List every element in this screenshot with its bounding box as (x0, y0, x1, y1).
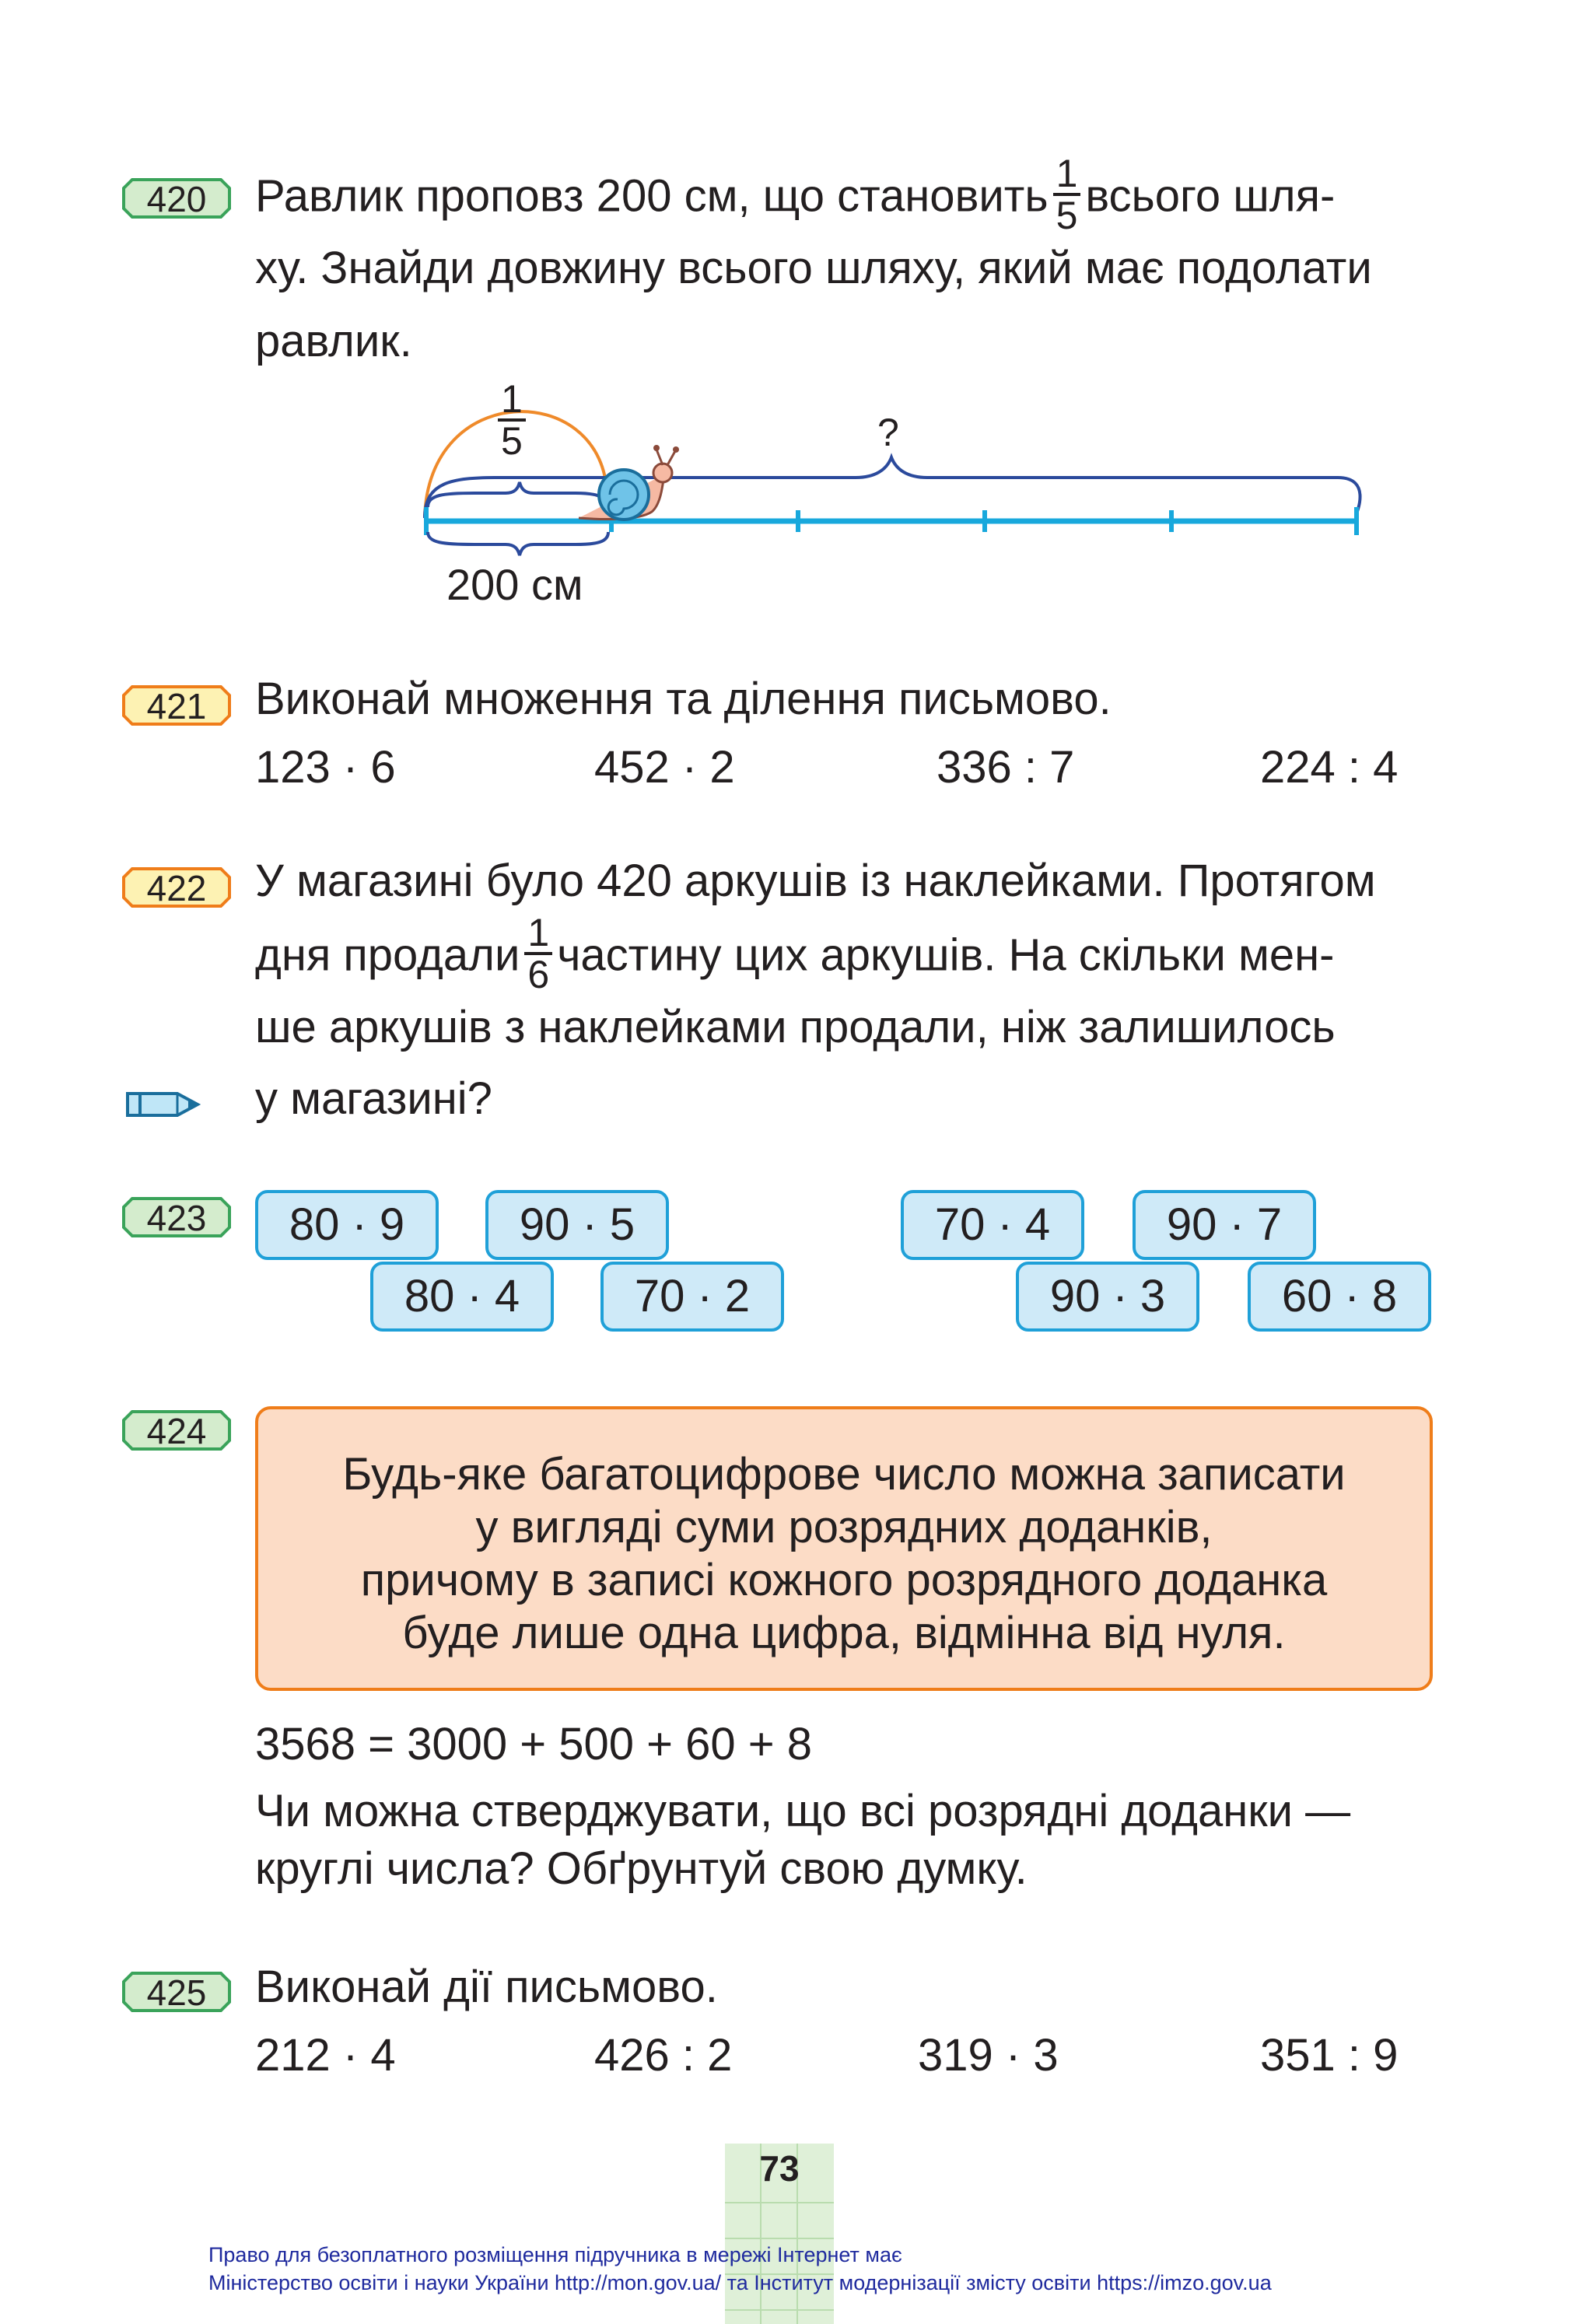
task-424-example: 3568 = 3000 + 500 + 60 + 8 (255, 1719, 812, 1769)
expression-box: 60 · 8 (1248, 1262, 1431, 1332)
pencil-icon (126, 1092, 201, 1117)
expression-box: 70 · 2 (600, 1262, 784, 1332)
task-number-425: 425 (121, 1971, 232, 2013)
diagram-segment-label: 200 см (446, 560, 583, 609)
expression-box: 80 · 4 (370, 1262, 554, 1332)
path-diagram (423, 410, 1362, 556)
task-number-423: 423 (121, 1196, 232, 1238)
task-422-line-1: У магазині було 420 аркушів із наклейкам… (255, 856, 1376, 906)
task-number-420: 420 (121, 177, 232, 219)
rule-line: у вигляді суми розрядних доданків, (475, 1502, 1213, 1552)
task-421-expression-2: 452 · 2 (594, 742, 735, 793)
expression-box: 90 · 3 (1016, 1262, 1199, 1332)
expression-box: 70 · 4 (901, 1190, 1084, 1260)
rule-line: буде лише одна цифра, відмінна від нуля. (402, 1608, 1286, 1658)
whole-path-brace (423, 453, 1362, 519)
task-421-expression-1: 123 · 6 (255, 742, 396, 793)
page-number: 73 (759, 2148, 800, 2189)
task-425-expression-2: 426 : 2 (594, 2030, 733, 2081)
task-421-title: Виконай множення та ділення письмово. (255, 674, 1112, 724)
task-420-line-2: ху. Знайди довжину всього шляху, який ма… (255, 243, 1372, 293)
rule-box: Будь-яке багатоцифрове число можна запис… (255, 1406, 1433, 1691)
segment-bottom-brace (426, 531, 610, 556)
task-421-expression-3: 336 : 7 (937, 742, 1075, 793)
task-420-line-3: равлик. (255, 316, 412, 366)
fraction-arc (423, 410, 608, 519)
footer-line-2: Міністерство освіти і науки України http… (208, 2271, 1272, 2294)
task-number-424: 424 (121, 1409, 232, 1451)
page-number-tab (725, 2144, 834, 2324)
task-425-title: Виконай дії письмово. (255, 1962, 718, 2012)
rule-line: Будь-яке багатоцифрове число можна запис… (342, 1449, 1346, 1500)
task-425-expression-1: 212 · 4 (255, 2030, 396, 2081)
segment-top-brace (426, 481, 610, 508)
snail-icon (578, 445, 679, 521)
task-number-422: 422 (121, 866, 232, 908)
expression-box: 90 · 7 (1133, 1190, 1316, 1260)
rule-line: причому в записі кожного розрядного дода… (360, 1555, 1328, 1605)
task-425-expression-3: 319 · 3 (918, 2030, 1059, 2081)
task-422-line-4: у магазині? (255, 1073, 492, 1124)
task-424-question-line-1: Чи можна стверджувати, що всі розрядні д… (255, 1786, 1351, 1836)
diagram-question-mark: ? (877, 411, 899, 454)
expression-box: 80 · 9 (255, 1190, 439, 1260)
expression-box: 90 · 5 (485, 1190, 669, 1260)
task-422-line-3: ше аркушів з наклейками продали, ніж зал… (255, 1002, 1336, 1052)
task-421-expression-4: 224 : 4 (1260, 742, 1399, 793)
task-number-421: 421 (121, 684, 232, 726)
task-424-question-line-2: круглі числа? Обґрунтуй свою думку. (255, 1843, 1028, 1894)
task-425-expression-4: 351 : 9 (1260, 2030, 1399, 2081)
footer-line-1: Право для безоплатного розміщення підруч… (208, 2243, 902, 2266)
